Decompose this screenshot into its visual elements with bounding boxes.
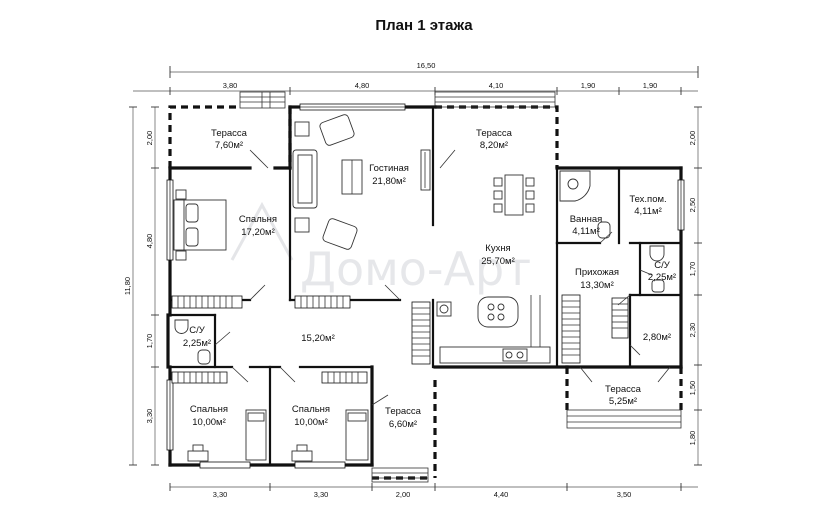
room-terrace-3-area: 6,60м² — [389, 419, 417, 430]
dim-right-6: 1,80 — [688, 431, 697, 446]
dim-top-2: 4,80 — [355, 81, 370, 90]
dim-bottom-3: 2,00 — [396, 490, 411, 499]
dim-overall: 16,50 — [417, 61, 436, 70]
steps-bottom — [371, 467, 429, 483]
room-terrace-3-name: Терасса — [385, 406, 422, 417]
room-bathroom-name: Ванная — [570, 214, 603, 225]
room-living-area: 21,80м² — [372, 176, 405, 187]
room-utility-name: Тех.пом. — [629, 194, 666, 205]
room-hallway-name: Прихожая — [575, 267, 619, 278]
room-wc-right-area: 2,25м² — [648, 272, 676, 283]
room-utility-area: 4,11м² — [634, 206, 661, 217]
room-closet-area: 2,80м² — [643, 332, 671, 343]
room-living-name: Гостиная — [369, 163, 409, 174]
room-terrace-1-area: 7,60м² — [215, 140, 243, 151]
room-bedroom-3-name: Спальня — [292, 404, 330, 415]
plan-title: План 1 этажа — [375, 17, 473, 34]
desks — [187, 444, 313, 462]
dim-top-5: 1,90 — [643, 81, 658, 90]
bath-fixtures — [174, 170, 665, 365]
room-bathroom-area: 4,11м² — [572, 226, 599, 237]
room-labels: Терасса 7,60м² Гостиная 21,80м² Терасса … — [183, 128, 676, 430]
watermark-text: Домо-Арт — [300, 242, 531, 296]
room-wc-left-area: 2,25м² — [183, 338, 211, 349]
dim-top-3: 4,10 — [489, 81, 504, 90]
steps-top-left — [239, 91, 286, 109]
dim-right-1: 2,00 — [688, 131, 697, 146]
kitchen-units — [436, 295, 551, 364]
room-bedroom-2-area: 10,00м² — [192, 417, 225, 428]
room-terrace-2-name: Терасса — [476, 128, 513, 139]
room-hallway-area: 13,30м² — [580, 280, 613, 291]
room-bedroom-3-area: 10,00м² — [294, 417, 327, 428]
steps-bottom-right — [566, 409, 682, 429]
dim-left-3: 1,70 — [145, 334, 154, 349]
steps-top-middle — [434, 91, 556, 108]
dim-right-5: 1,50 — [688, 381, 697, 396]
room-wc-left-name: С/У — [189, 325, 206, 336]
room-corridor-area: 15,20м² — [301, 333, 334, 344]
double-bed — [173, 189, 227, 261]
windows — [166, 103, 685, 469]
doors — [214, 149, 671, 406]
room-wc-right-name: С/У — [654, 260, 671, 271]
dim-left-total: 11,80 — [123, 277, 132, 295]
dim-right-2: 2,50 — [688, 198, 697, 213]
room-terrace-2-area: 8,20м² — [480, 140, 508, 151]
room-bedroom-2-name: Спальня — [190, 404, 228, 415]
room-bedroom-1-name: Спальня — [239, 214, 277, 225]
dim-right-4: 2,30 — [688, 323, 697, 338]
interior-walls — [168, 105, 683, 467]
dim-bottom-1: 3,30 — [213, 490, 228, 499]
dim-top-1: 3,80 — [223, 81, 238, 90]
furniture — [173, 114, 665, 462]
dimension-labels: 16,50 3,80 4,80 4,10 1,90 1,90 3,30 3,30… — [123, 61, 697, 499]
dim-left-2: 4,80 — [145, 234, 154, 249]
dining-table — [493, 174, 535, 216]
watermark: Домо-Арт — [230, 201, 531, 296]
room-terrace-1-name: Терасса — [211, 128, 248, 139]
room-kitchen-area: 25,70м² — [481, 256, 514, 267]
dim-top-4: 1,90 — [581, 81, 596, 90]
dim-left-1: 2,00 — [145, 131, 154, 146]
wardrobes — [171, 294, 629, 384]
single-beds — [245, 409, 369, 461]
living-furniture — [292, 114, 431, 250]
dim-bottom-2: 3,30 — [314, 490, 329, 499]
dim-bottom-4: 4,40 — [494, 490, 509, 499]
room-terrace-4-name: Терасса — [605, 384, 642, 395]
dim-left-4: 3,30 — [145, 409, 154, 424]
room-kitchen-name: Кухня — [485, 243, 510, 254]
room-terrace-4-area: 5,25м² — [609, 396, 637, 407]
dim-right-3: 1,70 — [688, 262, 697, 277]
dimension-lines — [129, 66, 702, 491]
room-bedroom-1-area: 17,20м² — [241, 227, 274, 238]
dim-bottom-5: 3,50 — [617, 490, 632, 499]
